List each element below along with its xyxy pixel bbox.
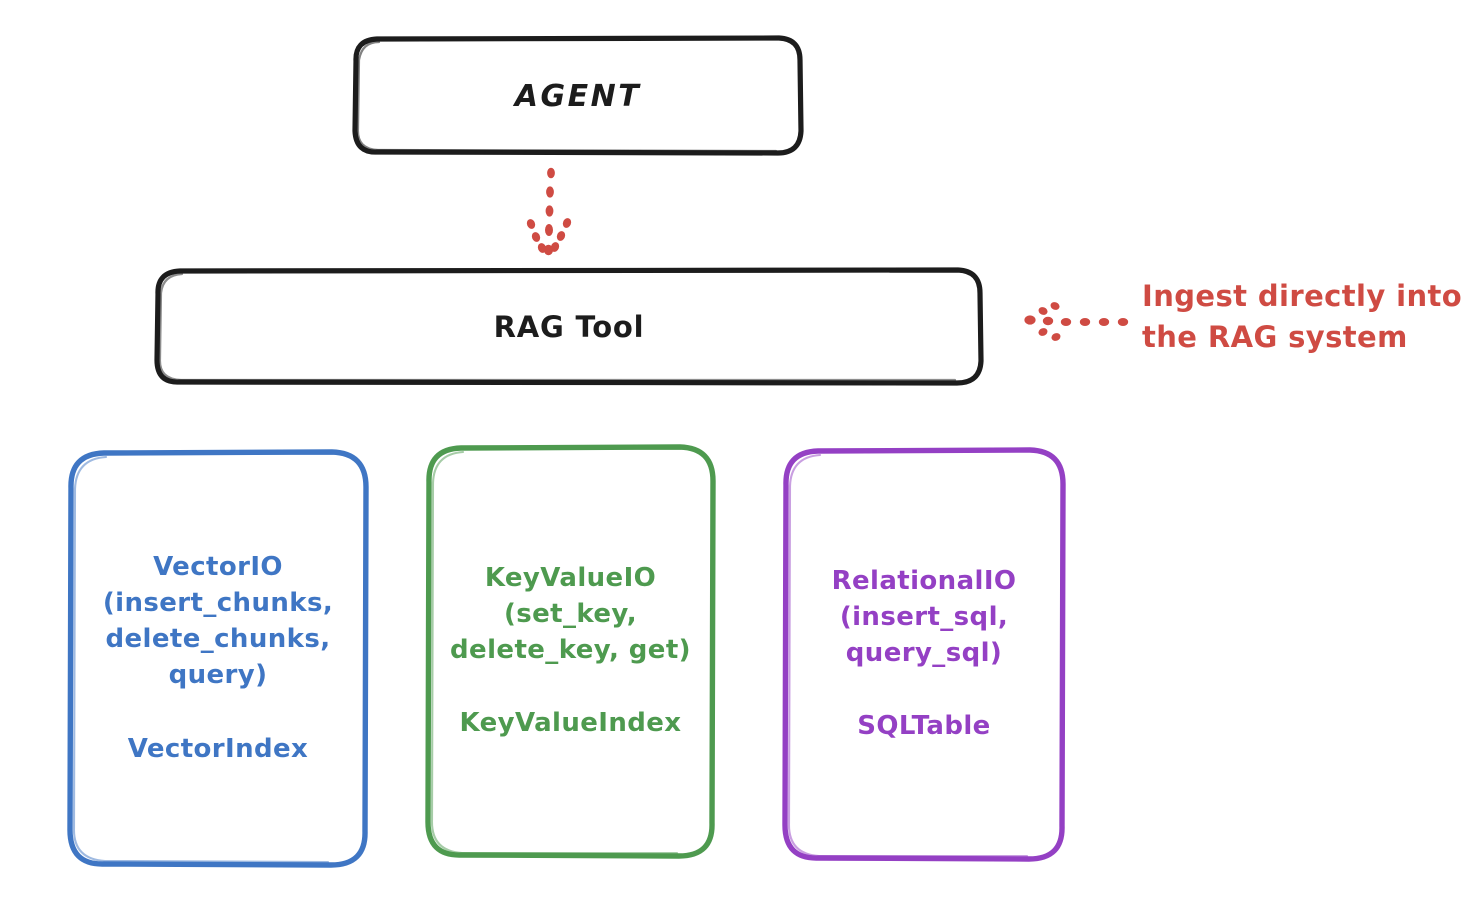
relational-io-node[interactable]: RelationalIO (insert_sql, query_sql) SQL… [785,450,1063,859]
relational-io-api-label: RelationalIO (insert_sql, query_sql) [831,565,1017,668]
rag-tool-label: RAG Tool [493,310,645,344]
vector-io-node[interactable]: VectorIO (insert_chunks, delete_chunks, … [70,452,366,866]
key-value-io-api-label: KeyValueIO (set_key, delete_key, get) [450,562,691,665]
ingest-to-rag-tool-connector [1024,302,1129,341]
ingest-annotation-text: Ingest directly into the RAG system [1142,279,1463,355]
key-value-io-node[interactable]: KeyValueIO (set_key, delete_key, get) Ke… [428,447,713,856]
agent-to-rag-tool-connector [526,167,572,256]
rag-tool-node[interactable]: RAG Tool [157,270,981,384]
agent-node[interactable]: AGENT [355,38,801,154]
sql-table-label: SQLTable [857,711,991,742]
vector-io-api-label: VectorIO (insert_chunks, delete_chunks, … [102,552,334,690]
key-value-index-label: KeyValueIndex [459,708,682,739]
vector-index-label: VectorIndex [127,733,309,764]
agent-label: AGENT [514,78,642,114]
